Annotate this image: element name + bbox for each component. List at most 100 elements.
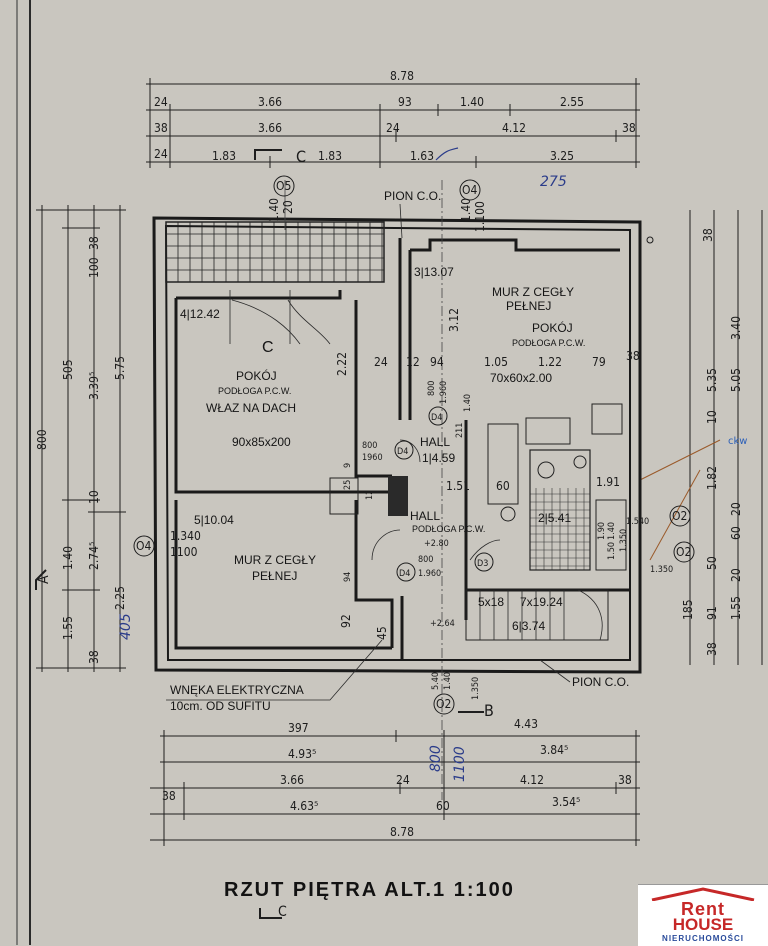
bath-tag: 2|5.41 xyxy=(538,511,571,525)
top-dim-r2-a: 24 xyxy=(154,95,168,109)
inner-dim-31: 45 xyxy=(375,626,389,640)
top-dim-r4-f: 3.25 xyxy=(550,149,574,163)
roof-hatch-frame xyxy=(329,477,359,515)
drawing-title: RZUT PIĘTRA ALT.1 1:100 xyxy=(224,879,515,901)
stair-step-2: 7x19.24 xyxy=(520,595,563,609)
top-dim-r2-b: 3.66 xyxy=(258,95,282,109)
left-dim-a: 800 xyxy=(35,429,49,450)
inner-dim-25: 800 xyxy=(418,555,433,565)
left-dim-e: 38 xyxy=(87,236,101,250)
hall-lower-floor: PODŁOGA P.C.W. xyxy=(412,524,485,534)
roof-hatch-label: WŁAZ NA DACH xyxy=(206,401,296,415)
left-dim-g: 10 xyxy=(87,490,101,504)
inner-dim-18: 1960 xyxy=(362,453,383,463)
marker-d4-c: D4 xyxy=(399,569,410,579)
top-dim-r3-d: 4.12 xyxy=(502,121,526,135)
stair-tag: 6|3.74 xyxy=(512,619,545,633)
section-c-room: C xyxy=(262,339,274,356)
top-dim-r3-b: 3.66 xyxy=(258,121,282,135)
inner-dim-29: 94 xyxy=(343,572,353,582)
section-c-top-label: C xyxy=(296,147,306,166)
inner-dim-23: 60 xyxy=(496,479,510,493)
right-dim-a: 38 xyxy=(701,228,715,242)
right-dim-g: 20 xyxy=(729,502,743,516)
right-dim-b: 3.40 xyxy=(729,316,743,340)
inner-dim-38: 1.350 xyxy=(471,677,481,700)
pion-top: PION C.O. xyxy=(384,189,441,203)
marker-o2-bottom: O2 xyxy=(436,697,451,711)
inner-dim-11: 79 xyxy=(592,355,606,369)
logo-brand-top: Rent xyxy=(681,899,725,919)
inner-dim-33: 1.40 xyxy=(607,522,617,540)
hall-upper-area: 1|4.59 xyxy=(422,451,455,465)
room-labels: 4|12.42 POKÓJ PODŁOGA P.C.W. WŁAZ NA DAC… xyxy=(166,189,629,713)
hall-lower-label: HALL xyxy=(410,509,440,523)
inner-dim-41: 1.540 xyxy=(626,517,649,527)
inner-dim-34: +2.80 xyxy=(424,539,449,549)
top-pen-note: 275 xyxy=(540,174,567,190)
bathroom-fixtures xyxy=(487,403,627,571)
left-dim-c: 3.39⁵ xyxy=(87,372,101,400)
inner-dim-2: 1.40 xyxy=(459,198,473,222)
inner-dim-6: 24 xyxy=(374,355,388,369)
left-dim-d: 5.75 xyxy=(113,356,127,380)
bottom-dim-r3-b: 3.66 xyxy=(280,773,304,787)
inner-dim-10: 1.22 xyxy=(538,355,562,369)
section-c-bottom-label: C xyxy=(278,904,287,920)
inner-dim-3: 1.100 xyxy=(473,201,487,232)
right-dim-f: 1.82 xyxy=(705,466,719,490)
room-ne-tag: 3|13.07 xyxy=(414,265,454,279)
wall-brick-1: MUR Z CEGŁY xyxy=(492,285,574,299)
right-dim-m: 1.55 xyxy=(729,596,743,620)
wall-brick-4: PEŁNEJ xyxy=(252,569,297,583)
room-ne-floor: PODŁOGA P.C.W. xyxy=(512,338,585,348)
inner-dim-17: 800 xyxy=(362,441,377,451)
top-dimension-chains: 8.78 24 3.66 93 1.40 2.55 38 3.66 24 4.1… xyxy=(146,69,640,190)
marker-o2-a: O2 xyxy=(672,509,687,523)
inner-dim-40: 1.350 xyxy=(619,529,629,552)
inner-dim-16: 1.40 xyxy=(463,394,473,412)
bottom-dim-r3-e: 38 xyxy=(618,773,632,787)
left-dimension-chains: 800 505 3.39⁵ 5.75 38 100 10 1.40 2.74⁵ … xyxy=(35,205,134,672)
wneka-line-2: 10cm. OD SUFITU xyxy=(170,699,271,713)
top-dim-r2-d: 1.40 xyxy=(460,95,484,109)
right-dim-n: 38 xyxy=(705,642,719,656)
pencil-stroke xyxy=(639,439,721,481)
right-dim-c: 5.35 xyxy=(705,368,719,392)
building-outline xyxy=(152,216,642,674)
left-dim-f: 100 xyxy=(87,257,101,278)
top-dim-r3-c: 24 xyxy=(386,121,400,135)
bottom-dim-r1-b: 4.43 xyxy=(514,717,538,731)
roof-terrace-grid xyxy=(165,221,385,283)
left-dim-h: 1.40 xyxy=(61,546,75,570)
top-dim-r4-d: 1.83 xyxy=(318,149,342,163)
inner-dim-32: 1.90 xyxy=(597,522,607,540)
top-dim-overall: 8.78 xyxy=(390,69,414,83)
inner-dim-20: 9 xyxy=(343,463,353,468)
top-dim-r3-e: 38 xyxy=(622,121,636,135)
marker-d3: D3 xyxy=(477,559,488,569)
window-ne-size: 70x60x2.00 xyxy=(490,371,552,385)
inner-dim-1: 20 xyxy=(281,200,295,214)
left-pen-note: 405 xyxy=(118,613,134,640)
bottom-dim-r2-a: 4.93⁵ xyxy=(288,747,316,761)
terrace-tile-lines xyxy=(166,222,590,570)
inner-dim-28: 1100 xyxy=(170,545,198,559)
section-markers: O5 O4 O4 O2 O2 O2 D4 D4 D4 D3 B xyxy=(133,175,695,720)
marker-d4-b: D4 xyxy=(397,447,408,457)
right-dim-h: 60 xyxy=(729,526,743,540)
bottom-dim-r1-a: 397 xyxy=(288,721,309,735)
inner-dim-36: 5.40 xyxy=(431,672,441,690)
room-sw-floor: PODŁOGA P.C.W. xyxy=(218,386,291,396)
inner-dim-24: 1.91 xyxy=(596,475,620,489)
top-dim-r2-e: 2.55 xyxy=(560,95,584,109)
inner-dim-19: 25 xyxy=(343,480,353,490)
inner-dim-7: 12 xyxy=(406,355,420,369)
inner-dim-15: 211 xyxy=(455,423,465,438)
room-sw2-tag: 5|10.04 xyxy=(194,513,234,527)
bottom-dim-r3-a: 38 xyxy=(162,789,176,803)
inner-dim-27: 1.340 xyxy=(170,529,201,543)
room-ne-name: POKÓJ xyxy=(532,320,573,335)
top-dim-r3-a: 38 xyxy=(154,121,168,135)
